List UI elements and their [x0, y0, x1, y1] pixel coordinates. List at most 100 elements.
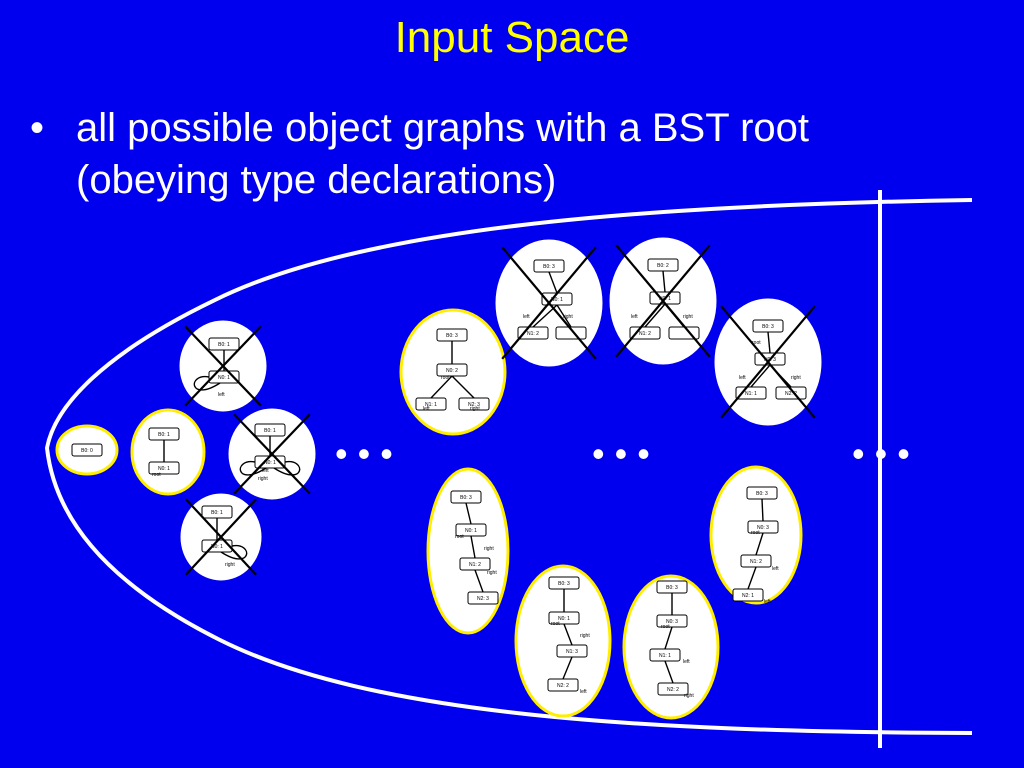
node-label: N2: 2	[667, 687, 679, 693]
node-label: N0: 1	[558, 616, 570, 622]
node-box	[657, 682, 689, 696]
node-label: B0: 3	[446, 333, 458, 339]
self-loop-edge	[220, 545, 248, 560]
edge-label: root	[661, 624, 670, 630]
node-box	[450, 490, 482, 504]
node-box	[455, 523, 487, 537]
pointer-edge	[664, 626, 673, 650]
invalid-cross-mark	[184, 325, 262, 407]
invalid-cross-mark	[501, 246, 597, 360]
node-box	[148, 427, 180, 441]
node-box	[752, 319, 784, 333]
node-label: N0: 1	[158, 466, 170, 472]
node-box	[732, 588, 764, 602]
bullet-marker: •	[30, 106, 45, 150]
node-label: N0: 1	[264, 460, 276, 466]
node-label: N1: 2	[527, 331, 539, 337]
node-box	[548, 576, 580, 590]
node-box	[201, 505, 233, 519]
edge-label: left	[423, 406, 430, 412]
self-loop-edge	[273, 461, 301, 476]
edge-label: left	[739, 375, 746, 381]
edge-label: root	[455, 534, 464, 540]
node-label: B0: 3	[756, 491, 768, 497]
edge-label: left	[764, 599, 771, 605]
node-box	[436, 328, 468, 342]
bullet-text: all possible object graphs with a BST ro…	[76, 106, 809, 202]
edge-label: root	[551, 621, 560, 627]
pointer-edge	[556, 304, 572, 328]
self-loop-edge	[193, 376, 221, 391]
input-space-boundary	[44, 198, 973, 735]
ellipsis-2: • • •	[592, 433, 650, 474]
edge-label: left	[523, 314, 530, 320]
node-box	[747, 520, 779, 534]
self-loop-edge	[239, 461, 267, 476]
node-label: N0: 1	[551, 297, 563, 303]
node-label: N1: 2	[469, 562, 481, 568]
invalid-cross-mark	[720, 305, 816, 419]
node-box	[415, 397, 447, 411]
node-label: N2: 3	[477, 596, 489, 602]
node-label: N0: 1	[465, 528, 477, 534]
bullet-point: • all possible object graphs with a BST …	[30, 102, 930, 206]
ellipsis-3: • • •	[852, 433, 910, 474]
pointer-edge	[562, 656, 573, 680]
edge-label: right	[791, 375, 801, 381]
edge-label: right	[580, 633, 590, 639]
edge-label: right	[484, 546, 494, 552]
node-label: B0: 1	[264, 428, 276, 434]
node-label: N0: 3	[757, 525, 769, 531]
invalid-cross-mark	[615, 244, 711, 358]
pointer-edge	[470, 535, 476, 559]
edge-label: root	[752, 340, 761, 346]
node-box	[71, 443, 103, 457]
pointer-edge	[644, 303, 666, 328]
node-box	[649, 648, 681, 662]
pointer-edge	[474, 569, 484, 593]
edge-label: right	[563, 314, 573, 320]
node-box	[548, 611, 580, 625]
object-graph-1: B0: 0	[55, 424, 119, 476]
node-label: B0: 3	[558, 581, 570, 587]
edge-label: right	[258, 476, 268, 482]
node-label: N2: 1	[742, 593, 754, 599]
node-label: N1: 2	[639, 331, 651, 337]
node-label: B0: 3	[666, 585, 678, 591]
pointer-edge	[563, 623, 573, 646]
valid-graph-ring	[514, 564, 612, 718]
edge-label: left	[772, 566, 779, 572]
node-box	[254, 423, 286, 437]
node-label: N0: 1	[218, 375, 230, 381]
ellipsis-1: • • •	[335, 433, 393, 474]
node-label: B0: 0	[81, 448, 93, 454]
invalid-cross-mark	[233, 413, 311, 495]
node-label: N0: 2	[446, 368, 458, 374]
edge-label: right	[684, 693, 694, 699]
node-label: N1: 2	[750, 559, 762, 565]
edge-label: right	[683, 314, 693, 320]
pointer-edge	[747, 566, 757, 590]
pointer-edge	[662, 270, 666, 293]
node-label: N0: 3	[666, 619, 678, 625]
edge-label: right	[470, 406, 480, 412]
pointer-edge	[767, 331, 771, 354]
node-label: N1: 1	[745, 391, 757, 397]
invalid-cross-mark	[185, 498, 257, 576]
node-label: N1: 1	[425, 402, 437, 408]
node-box	[656, 614, 688, 628]
node-label: N1: 3	[566, 649, 578, 655]
node-box	[740, 554, 772, 568]
node-box	[656, 580, 688, 594]
edge-label: right	[225, 562, 235, 568]
node-box	[555, 326, 587, 340]
